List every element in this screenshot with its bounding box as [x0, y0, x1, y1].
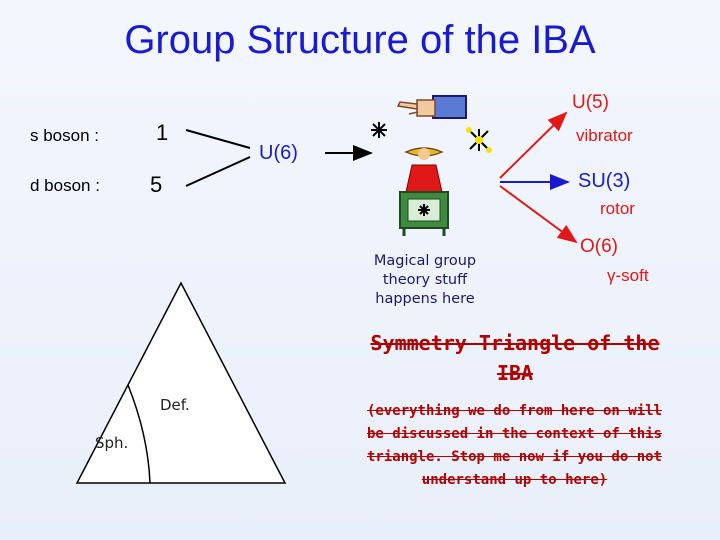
- u5-arrow: [499, 111, 568, 179]
- u6-label: U(6): [259, 142, 298, 164]
- s-boson-arrow: [185, 129, 251, 149]
- symmetry-triangle-title: Symmetry Triangle of the IBA: [370, 331, 660, 385]
- symmetry-triangle-note: (everything we do from here on will be d…: [366, 403, 662, 488]
- star-icon: [371, 122, 387, 138]
- page-title: Group Structure of the IBA: [124, 18, 596, 62]
- spherical-arc: [127, 384, 151, 484]
- o6-description: γ-soft: [607, 266, 649, 285]
- d-boson-label: d boson :: [30, 176, 100, 195]
- magic-caption: Magical group theory stuff happens here: [373, 253, 477, 307]
- su3-description: rotor: [600, 199, 635, 218]
- pointing-hand-icon: [396, 95, 467, 119]
- u5-label: U(5): [572, 92, 609, 113]
- o6-arrow: [499, 185, 578, 244]
- su3-label: SU(3): [578, 170, 631, 192]
- s-boson-value: 1: [156, 120, 169, 145]
- u5-description: vibrator: [576, 126, 633, 145]
- magician-icon: [399, 147, 449, 236]
- deformed-label: Def.: [160, 396, 190, 414]
- s-boson-label: s boson :: [30, 126, 99, 145]
- d-boson-value: 5: [150, 172, 163, 197]
- spherical-label: Sph.: [95, 434, 129, 452]
- o6-label: O(6): [580, 236, 618, 257]
- d-boson-arrow: [185, 156, 251, 187]
- symmetry-triangle: [75, 281, 287, 484]
- spark-icon: [466, 127, 492, 153]
